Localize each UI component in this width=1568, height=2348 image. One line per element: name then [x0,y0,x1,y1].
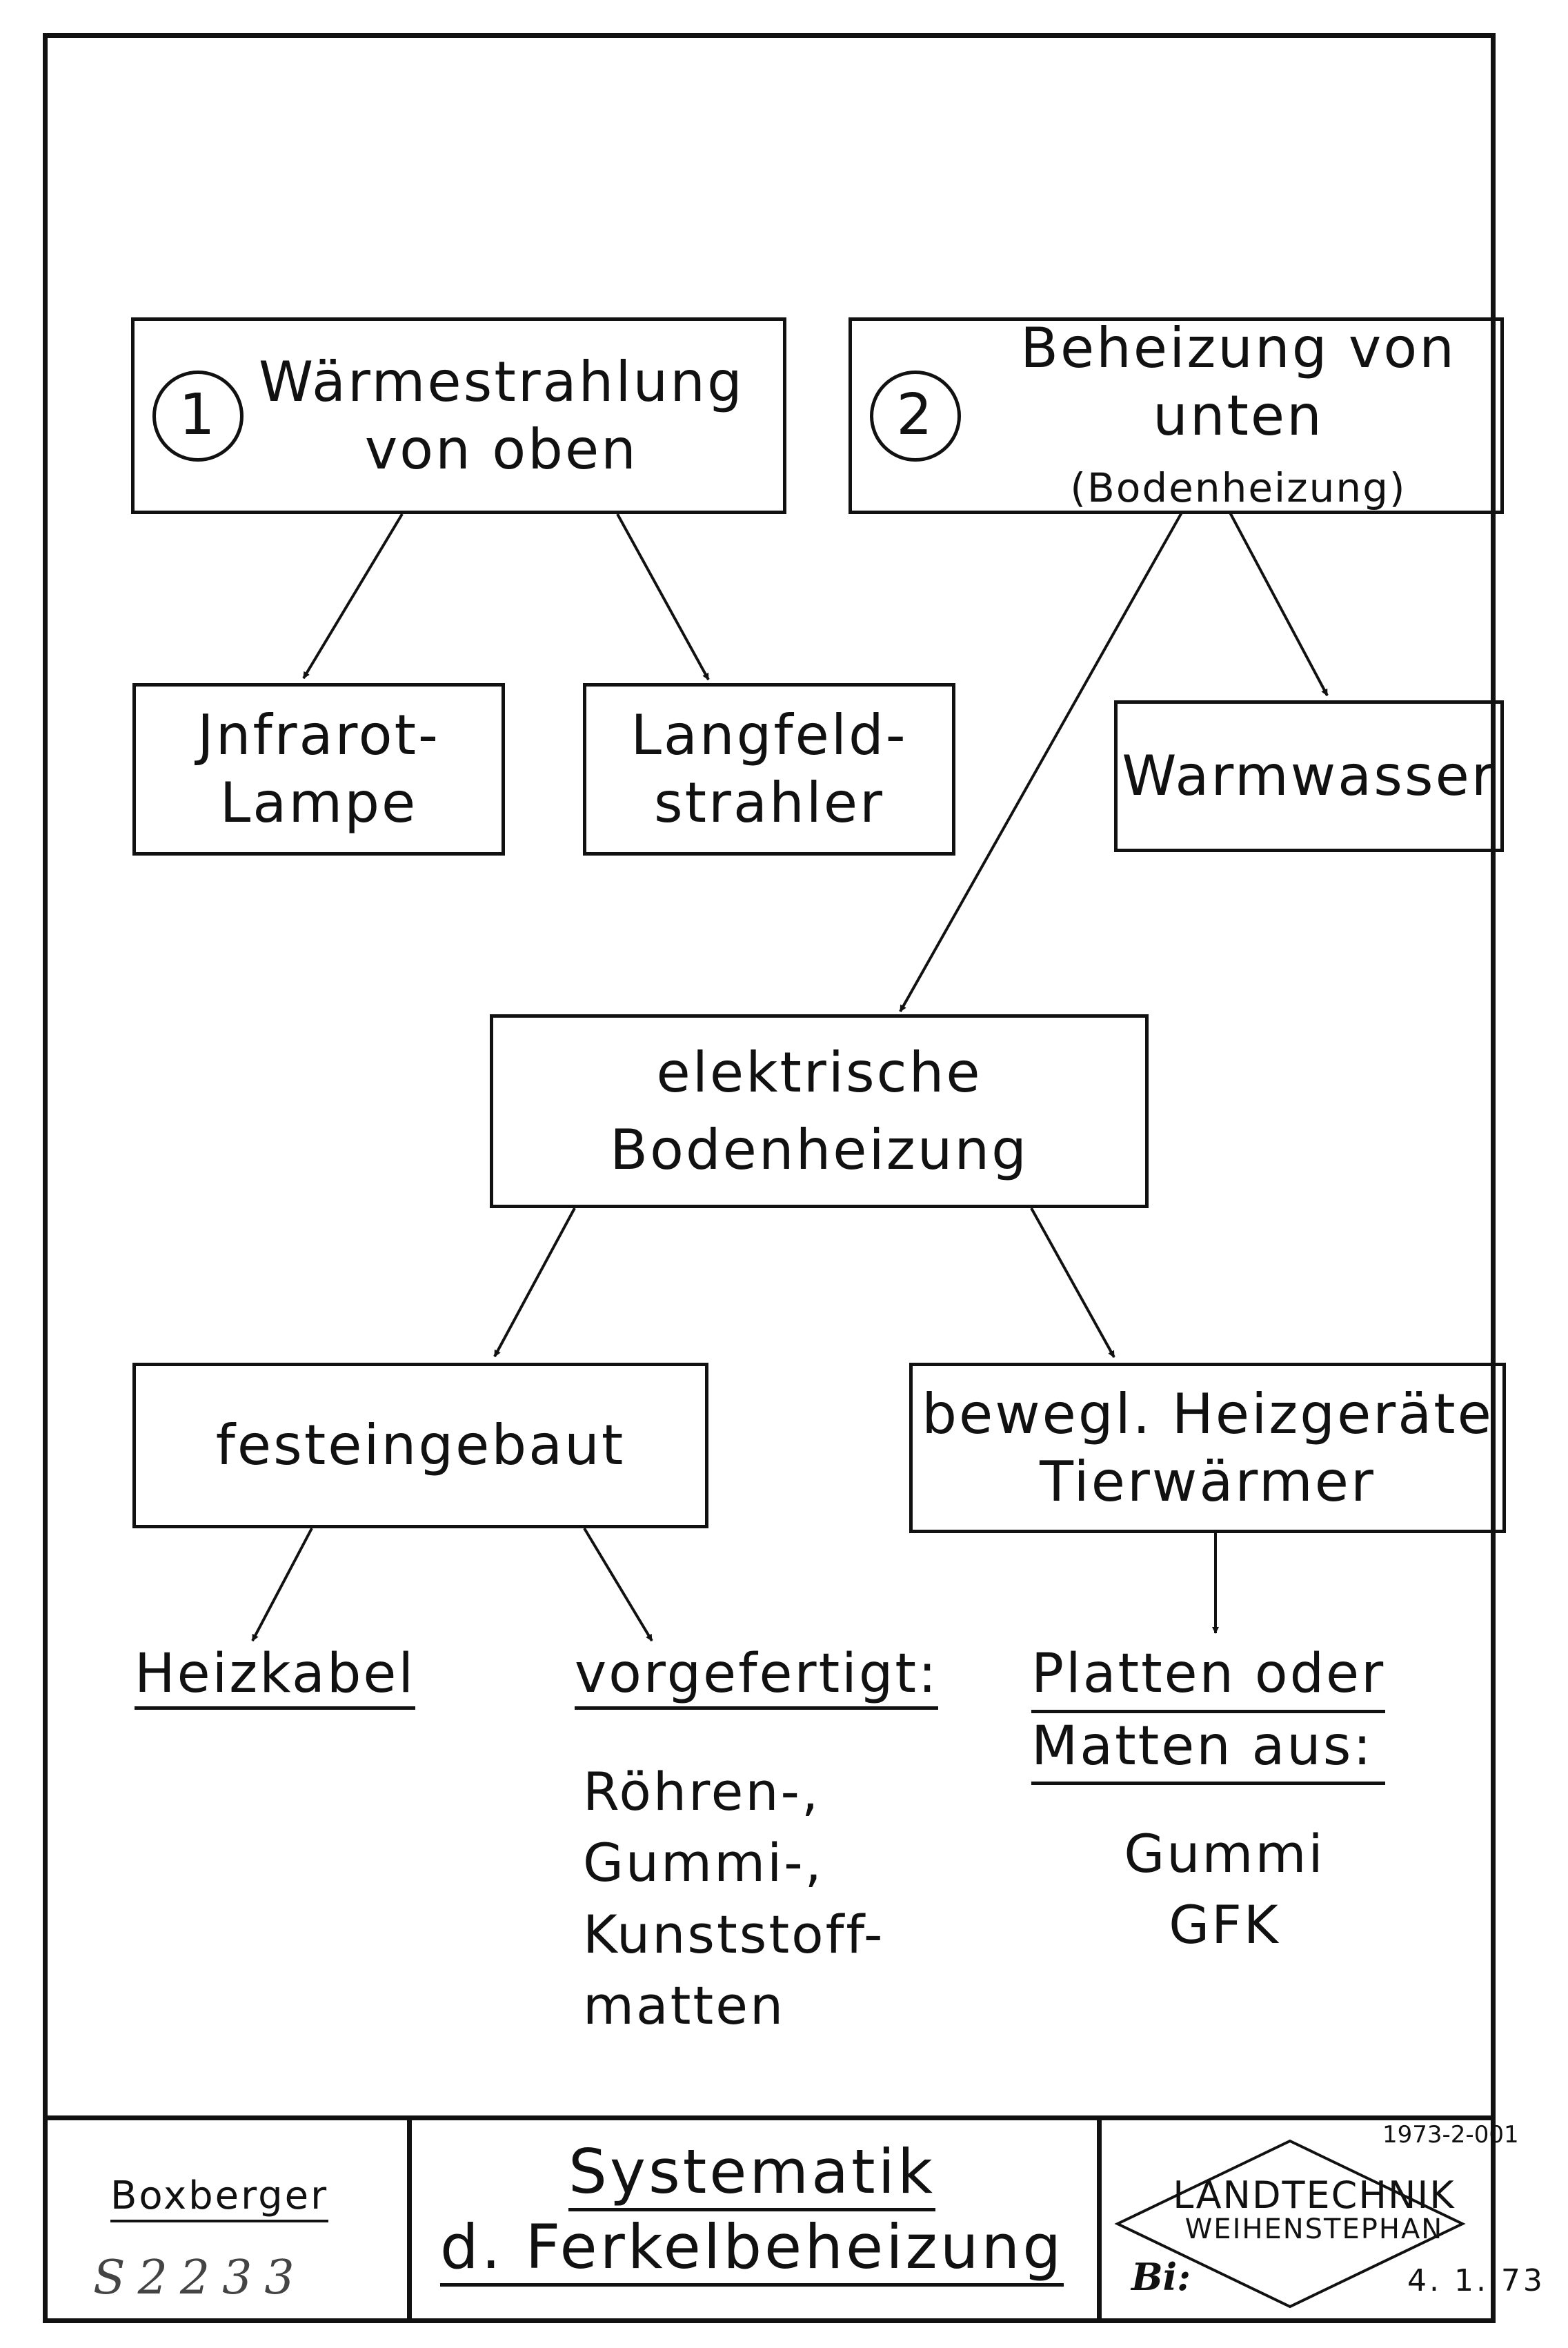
box-infrarot-lampe: Jnfrarot- Lampe [132,683,505,856]
org-name-line2: WEIHENSTEPHAN [1184,2213,1444,2245]
box1-line1: Wärmestrahlung [259,349,744,414]
box-waermestrahlung: 1 Wärmestrahlung von oben [131,317,786,514]
arrow-waerme-langfeld [616,513,710,680]
arrow-waerme-infrarot [302,513,404,680]
number-circle-2: 2 [870,370,961,462]
title-line2: d. Ferkelbeheizung [439,2211,1064,2287]
arrow-fest-heizkabel [251,1528,313,1641]
box-elektrische-bodenheizung: elektrische Bodenheizung [490,1014,1149,1208]
box-festeingebaut: festeingebaut [132,1363,708,1528]
box2-line2: unten (Bodenheizung) [1070,383,1407,512]
org-name-line1: LANDTECHNIK [1173,2173,1456,2217]
handwritten-number: S2233 [93,2251,307,2305]
list-item: GFK [1169,1894,1280,1956]
number-circle-1: 1 [152,370,244,462]
list-vorgefertigt: Röhren-, Gummi-, Kunststoff- matten [583,1756,884,2041]
box1-line2: von oben [364,417,638,482]
list-item: Röhren-, [583,1761,821,1822]
box-langfeldstrahler: Langfeld- strahler [583,683,955,856]
title-block-divider-right [1097,2115,1102,2322]
drawing-frame [43,33,1496,2323]
arrow-fest-vorgefertigt [583,1527,653,1642]
list-item: matten [583,1975,786,2037]
drawing-title: Systematik d. Ferkelbeheizung [414,2136,1090,2287]
list-item: Gummi-, [583,1832,824,1894]
list-platten-material: Gummi GFK [1080,1818,1369,1961]
author-name: Boxberger [110,2173,329,2222]
label-platten-matten: Platten oder Matten aus: [1031,1641,1386,1785]
title-block-divider-left [407,2115,412,2322]
title-block-border [43,2115,1496,2120]
box2-line1: Beheizung von [1020,316,1456,381]
label-heizkabel: Heizkabel [135,1641,416,1710]
box-beheizung: 2 Beheizung von unten (Bodenheizung) [848,316,1504,514]
list-item: Kunststoff- [583,1903,885,1965]
label-vorgefertigt: vorgefertigt: [575,1641,939,1710]
arrow-beheizung-elektrisch [899,512,1183,1012]
list-item: Gummi [1124,1823,1325,1884]
logo-diamond-icon [1114,2139,1466,2309]
title-line1: Systematik [568,2136,935,2211]
signature: Bi: [1131,2255,1191,2299]
arrow-beheizung-warmwasser [1229,512,1329,696]
box-bewegliche-heizgeraete: bewegl. Heizgeräte Tierwärmer [909,1363,1506,1533]
document-number: 1973-2-001 [1382,2121,1519,2149]
drawing-date: 4. 1. 73 [1407,2263,1545,2298]
arrow-elektrisch-bewegl [1030,1207,1115,1358]
box-warmwasser: Warmwasser [1114,700,1504,852]
arrow-elektrisch-fest [493,1207,576,1357]
